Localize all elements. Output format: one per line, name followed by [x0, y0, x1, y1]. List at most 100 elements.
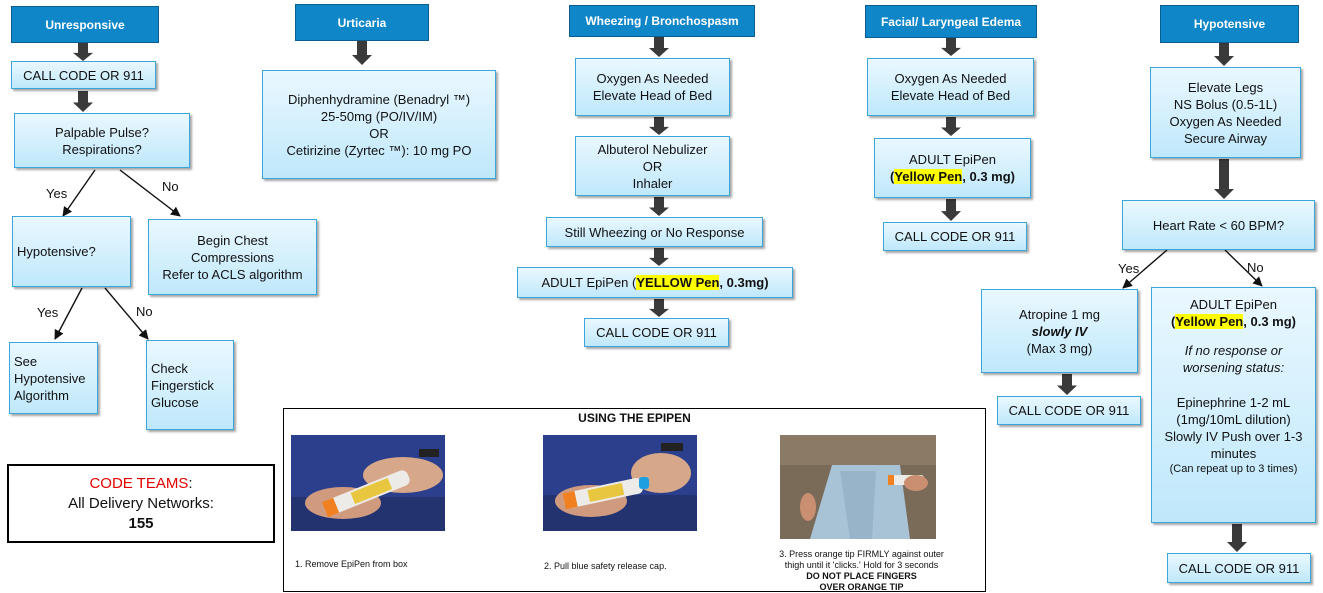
hypotensive-question-text: Hypotensive?	[17, 244, 96, 259]
epinephrine-line-4: minutes	[1210, 446, 1257, 461]
connector-yes-see	[54, 287, 83, 340]
hypo-epipen-pre: (	[1170, 314, 1176, 329]
connector-no-chest	[119, 169, 181, 217]
photo-press-thigh-image	[780, 435, 936, 539]
photo-press-thigh	[780, 435, 936, 539]
urticaria-line-3: OR	[369, 125, 389, 141]
block-down-arrow-11	[941, 199, 961, 221]
see-line-3: Algorithm	[14, 387, 69, 403]
edema-oxygen-line-1: Oxygen As Needed	[894, 71, 1007, 86]
header-unresponsive-text: Unresponsive	[45, 17, 125, 32]
connector-yes-atropine	[1122, 249, 1168, 289]
step-3-line-2: thigh until it 'clicks.' Hold for 3 seco…	[784, 560, 939, 570]
yes-label-1: Yes	[46, 186, 68, 201]
step-3-line-3: DO NOT PLACE FINGERS	[806, 571, 917, 581]
albuterol-box: Albuterol Nebulizer OR Inhaler	[575, 136, 730, 196]
elevate-line-3: Oxygen As Needed	[1169, 113, 1282, 129]
heart-rate-box: Heart Rate < 60 BPM?	[1122, 200, 1315, 250]
atropine-call-text: CALL CODE OR 911	[1008, 403, 1130, 418]
epinephrine-line-3: Slowly IV Push over 1-3	[1164, 429, 1303, 444]
epipen-panel-title: USING THE EPIPEN	[578, 411, 691, 425]
wheezing-epipen-pre: ADULT EpiPen (	[541, 275, 637, 290]
edema-call-box: CALL CODE OR 911	[883, 222, 1027, 251]
check-line-2: Fingerstick	[151, 377, 214, 393]
chest-line-3: Refer to ACLS algorithm	[162, 266, 303, 282]
hypotensive-call-box: CALL CODE OR 911	[1167, 553, 1311, 583]
wheezing-call-text: CALL CODE OR 911	[596, 325, 717, 340]
see-hypotensive-box: See Hypotensive Algorithm	[9, 342, 98, 414]
see-line-1: See	[14, 353, 38, 369]
no-label-2: No	[136, 304, 153, 319]
hypo-epipen-post: , 0.3 mg)	[1243, 314, 1296, 329]
edema-epipen-box: ADULT EpiPen (Yellow Pen, 0.3 mg)	[874, 138, 1031, 198]
palpable-pulse-box: Palpable Pulse? Respirations?	[14, 113, 190, 168]
block-down-arrow-2	[73, 91, 93, 112]
albuterol-line-1: Albuterol Nebulizer	[597, 141, 708, 157]
wheezing-epipen-box: ADULT EpiPen (YELLOW Pen, 0.3mg)	[517, 267, 793, 298]
check-line-3: Glucose	[151, 394, 199, 410]
urticaria-line-2: 25-50mg (PO/IV/IM)	[320, 108, 438, 124]
call-code-text: CALL CODE OR 911	[23, 67, 144, 83]
block-down-arrow-5	[649, 117, 669, 135]
edema-epipen-pre: (	[889, 169, 895, 184]
step-3-caption: 3. Press orange tip FIRMLY against outer…	[754, 549, 969, 593]
if-no-response-line-2: worsening status:	[1182, 360, 1285, 375]
block-down-arrow-13	[1214, 159, 1234, 199]
epipen-instructions-panel: USING THE EPIPEN 1. Remove EpiPen from b…	[283, 408, 986, 592]
block-down-arrow-8	[649, 299, 669, 317]
header-unresponsive: Unresponsive	[11, 6, 159, 43]
header-wheezing: Wheezing / Bronchospasm	[569, 5, 755, 37]
block-down-arrow-1	[73, 43, 93, 61]
atropine-line-1: Atropine 1 mg	[1019, 306, 1100, 322]
header-wheezing-text: Wheezing / Bronchospasm	[585, 14, 739, 28]
block-down-arrow-3	[352, 41, 372, 65]
albuterol-line-3: Inhaler	[632, 175, 673, 191]
heart-rate-text: Heart Rate < 60 BPM?	[1152, 217, 1285, 233]
block-down-arrow-12	[1214, 43, 1234, 66]
step-1-caption: 1. Remove EpiPen from box	[295, 559, 408, 569]
header-edema: Facial/ Laryngeal Edema	[865, 5, 1037, 38]
block-down-arrow-4	[649, 37, 669, 57]
connector-yes-hypotensive	[62, 169, 96, 217]
edema-call-text: CALL CODE OR 911	[894, 229, 1016, 244]
block-down-arrow-7	[649, 248, 669, 266]
check-glucose-box: Check Fingerstick Glucose	[146, 340, 234, 430]
photo-remove-epipen	[291, 435, 445, 531]
atropine-line-3: (Max 3 mg)	[1026, 340, 1093, 356]
photo-pull-cap-image	[543, 435, 697, 531]
block-down-arrow-14	[1057, 374, 1077, 395]
hypo-epipen-line-2: (Yellow Pen, 0.3 mg)	[1171, 313, 1296, 330]
atropine-call-box: CALL CODE OR 911	[997, 396, 1141, 425]
edema-epipen-post: , 0.3 mg)	[962, 169, 1015, 184]
pulse-line-2: Respirations?	[62, 141, 142, 157]
code-teams-title: CODE TEAMS:	[89, 474, 192, 494]
hypotensive-question-box: Hypotensive?	[12, 216, 131, 287]
atropine-box: Atropine 1 mg slowly IV (Max 3 mg)	[981, 289, 1138, 373]
wheezing-oxygen-line-1: Oxygen As Needed	[596, 71, 709, 86]
edema-epipen-highlight: Yellow Pen	[894, 169, 963, 184]
code-teams-number: 155	[128, 514, 154, 532]
epinephrine-line-2: (1mg/10mL dilution)	[1176, 412, 1291, 427]
elevate-line-2: NS Bolus (0.5-1L)	[1173, 96, 1278, 112]
epinephrine-line-1: Epinephrine 1-2 mL	[1176, 395, 1291, 410]
check-line-1: Check	[151, 360, 188, 376]
header-hypotensive: Hypotensive	[1160, 5, 1299, 43]
edema-oxygen-line-2: Elevate Head of Bed	[890, 88, 1011, 103]
block-down-arrow-6	[649, 197, 669, 216]
chest-compressions-box: Begin Chest Compressions Refer to ACLS a…	[148, 219, 317, 295]
edema-epipen-line-2: (Yellow Pen, 0.3 mg)	[890, 168, 1015, 185]
step-2-caption: 2. Pull blue safety release cap.	[544, 561, 667, 571]
hypo-epipen-line-1: ADULT EpiPen	[1190, 297, 1277, 312]
no-label-hr: No	[1247, 260, 1264, 275]
wheezing-oxygen-box: Oxygen As Needed Elevate Head of Bed	[575, 58, 730, 116]
urticaria-treatment-box: Diphenhydramine (Benadryl ™) 25-50mg (PO…	[262, 70, 496, 179]
no-label-1: No	[162, 179, 179, 194]
photo-pull-cap	[543, 435, 697, 531]
see-line-2: Hypotensive	[14, 370, 86, 386]
yes-label-2: Yes	[37, 305, 59, 320]
urticaria-line-1: Diphenhydramine (Benadryl ™)	[287, 91, 471, 107]
hypotensive-epipen-box: ADULT EpiPen (Yellow Pen, 0.3 mg) If no …	[1151, 287, 1316, 523]
code-teams-networks: All Delivery Networks:	[68, 494, 214, 512]
wheezing-epipen-text: ADULT EpiPen (YELLOW Pen, 0.3mg)	[541, 274, 769, 291]
